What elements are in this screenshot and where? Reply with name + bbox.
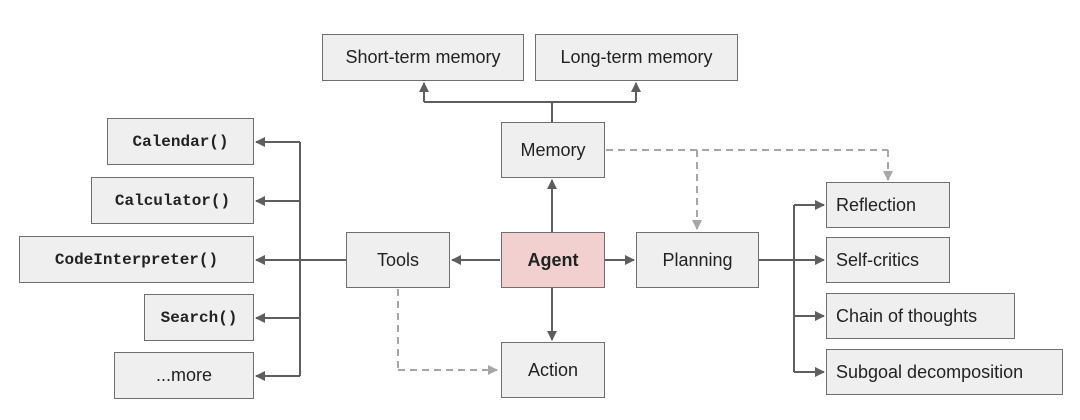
short-term-memory-box: Short-term memory xyxy=(322,34,524,81)
memory-box: Memory xyxy=(501,122,605,178)
memory-dashed-arrows xyxy=(606,149,893,230)
search-tool-box: Search() xyxy=(144,294,254,341)
memory-branch-arrows xyxy=(419,82,641,122)
planning-branch-arrows xyxy=(759,200,825,377)
planning-box: Planning xyxy=(636,232,759,288)
more-tools-box: ...more xyxy=(114,352,254,399)
tools-box: Tools xyxy=(346,232,450,288)
calendar-tool-box: Calendar() xyxy=(107,118,254,165)
action-box: Action xyxy=(501,342,605,398)
code-interpreter-tool-box: CodeInterpreter() xyxy=(19,236,254,283)
tools-branch-arrows xyxy=(255,137,346,381)
self-critics-box: Self-critics xyxy=(826,237,950,283)
long-term-memory-box: Long-term memory xyxy=(535,34,738,81)
subgoal-decomposition-box: Subgoal decomposition xyxy=(826,349,1063,395)
agent-box: Agent xyxy=(501,232,605,288)
tools-to-action-dashed-arrow xyxy=(397,289,498,375)
chain-of-thoughts-box: Chain of thoughts xyxy=(826,293,1015,339)
calculator-tool-box: Calculator() xyxy=(91,177,254,224)
reflection-box: Reflection xyxy=(826,182,950,228)
